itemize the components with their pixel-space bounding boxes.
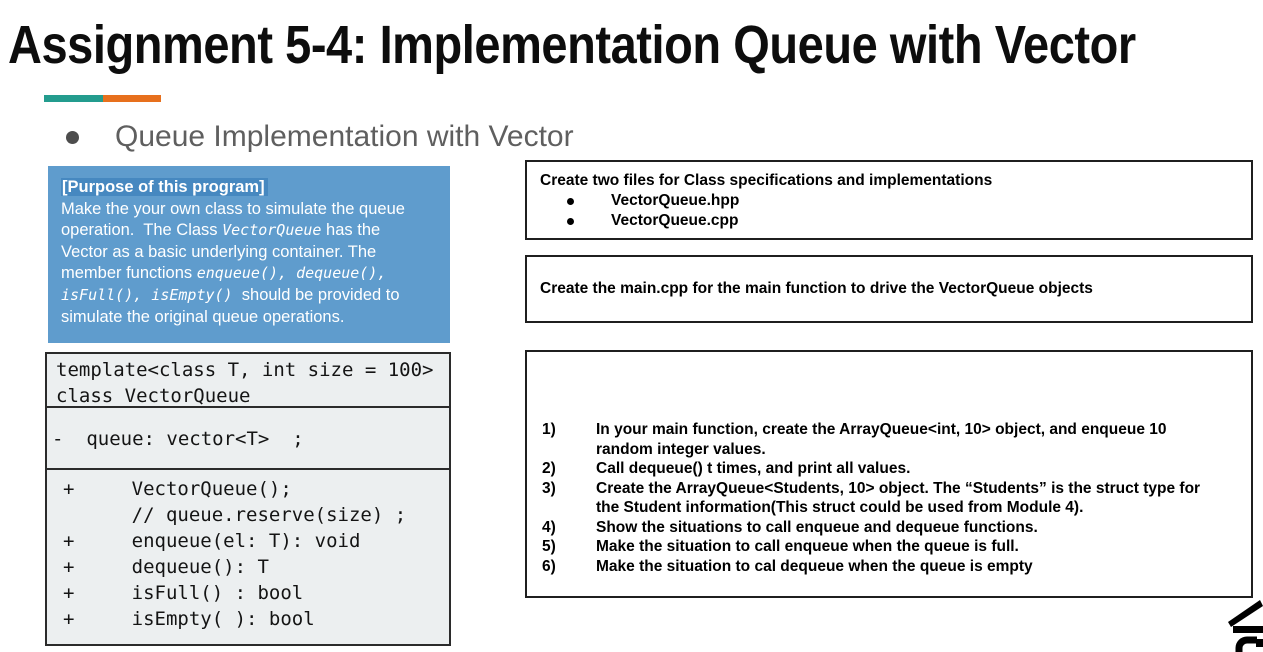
task-number: 2) — [542, 460, 556, 477]
accent-teal-segment — [44, 95, 103, 102]
uml-method-line: + isEmpty( ): bool — [63, 608, 315, 630]
purpose-text: member functions — [61, 264, 197, 283]
bullet-dot-icon — [66, 130, 79, 144]
section-bullet-row: Queue Implementation with Vector — [66, 120, 574, 154]
task-text: Make the situation to call enqueue when … — [596, 538, 1019, 555]
purpose-line: operation. The Class VectorQueue has the — [61, 220, 450, 242]
task-text: In your main function, create the ArrayQ… — [596, 421, 1167, 458]
purpose-line: member functions enqueue(), dequeue(), — [61, 263, 450, 285]
uml-field-line: - queue: vector<T> ; — [52, 428, 304, 450]
purpose-text: operation. The Class — [61, 221, 223, 240]
uml-method-line: + isFull() : bool — [63, 582, 304, 604]
code-term: enqueue(), dequeue(), — [196, 264, 387, 283]
purpose-box: [Purpose of this program] Make the your … — [48, 166, 450, 343]
slide-title: Assignment 5-4: Implementation Queue wit… — [8, 15, 1136, 75]
uml-methods-section: + VectorQueue(); // queue.reserve(size) … — [47, 470, 449, 632]
section-heading: Queue Implementation with Vector — [115, 120, 574, 153]
task-row: 3) Create the ArrayQueue<Students, 10> o… — [527, 479, 1251, 518]
bullet-dot-icon — [567, 197, 574, 205]
file-name: VectorQueue.cpp — [611, 212, 739, 229]
purpose-heading: [Purpose of this program] — [61, 178, 268, 196]
purpose-heading-line: [Purpose of this program] — [61, 177, 450, 199]
uml-method-line: + enqueue(el: T): void — [63, 530, 361, 552]
tasks-box: 1) In your main function, create the Arr… — [525, 350, 1253, 598]
code-term: VectorQueue — [222, 221, 322, 240]
task-row: 5) Make the situation to call enqueue wh… — [527, 537, 1251, 557]
spec-files-box: Create two files for Class specification… — [525, 160, 1253, 240]
uml-class-line: class VectorQueue — [56, 385, 251, 407]
university-logo-icon — [1228, 600, 1263, 652]
purpose-line: isFull(), isEmpty() should be provided t… — [61, 285, 450, 307]
file-item: VectorQueue.hpp — [540, 191, 1251, 211]
uml-method-line: // queue.reserve(size) ; — [63, 504, 407, 526]
file-item: VectorQueue.cpp — [540, 211, 1251, 231]
task-row: 1) In your main function, create the Arr… — [527, 420, 1251, 459]
accent-bar — [44, 95, 161, 102]
task-number: 5) — [542, 538, 556, 555]
uml-template-line: template<class T, int size = 100> — [56, 359, 434, 381]
task-text: Create the ArrayQueue<Students, 10> obje… — [596, 479, 1201, 517]
task-row: 2) Call dequeue() t times, and print all… — [527, 459, 1251, 479]
task-text: Show the situations to call enqueue and … — [596, 518, 1038, 536]
main-cpp-box: Create the main.cpp for the main functio… — [525, 255, 1253, 323]
main-cpp-text: Create the main.cpp for the main functio… — [540, 280, 1093, 297]
task-row: 4) Show the situations to call enqueue a… — [527, 518, 1251, 538]
task-row: 6) Make the situation to cal dequeue whe… — [527, 557, 1251, 577]
uml-header-section: template<class T, int size = 100> class … — [47, 354, 449, 408]
accent-orange-segment — [103, 95, 161, 102]
task-number: 3) — [542, 479, 556, 497]
purpose-text: should be provided to — [232, 285, 400, 304]
code-term: isFull(), isEmpty() — [61, 285, 233, 304]
uml-method-line: + dequeue(): T — [63, 556, 269, 578]
purpose-line: Vector as a basic underlying container. … — [61, 242, 377, 261]
spec-files-heading: Create two files for Class specification… — [540, 172, 993, 189]
task-number: 4) — [542, 518, 556, 536]
task-text: Make the situation to cal dequeue when t… — [596, 557, 1033, 575]
purpose-line: simulate the original queue operations. — [61, 307, 345, 326]
bullet-dot-icon — [567, 217, 574, 225]
uml-class-box: template<class T, int size = 100> class … — [45, 352, 451, 646]
task-number: 6) — [542, 557, 556, 575]
uml-method-line: + VectorQueue(); — [63, 478, 292, 500]
uml-field-section: - queue: vector<T> ; — [47, 408, 449, 470]
purpose-line: Make the your own class to simulate the … — [61, 199, 405, 218]
purpose-text: has the — [321, 221, 381, 240]
task-number: 1) — [542, 421, 556, 438]
file-name: VectorQueue.hpp — [611, 192, 740, 209]
task-text: Call dequeue() t times, and print all va… — [596, 460, 911, 477]
